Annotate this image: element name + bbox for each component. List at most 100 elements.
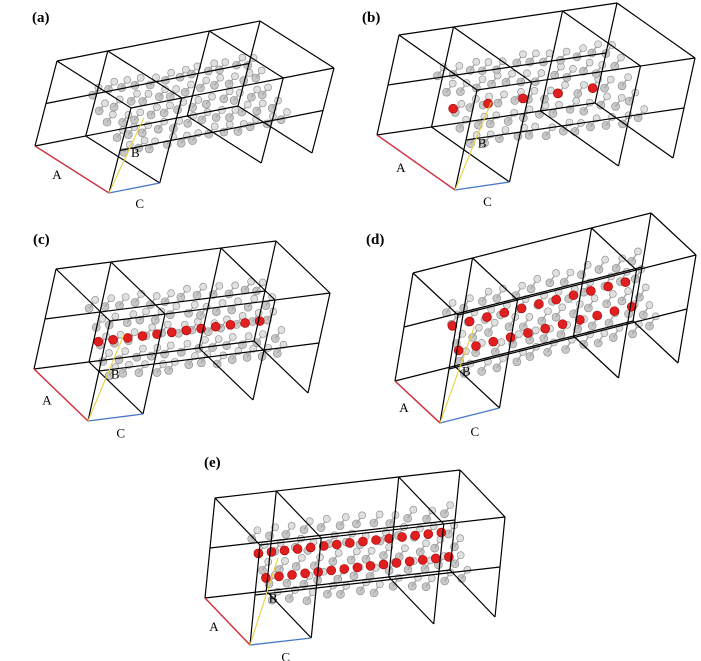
carbon-atom — [190, 300, 199, 309]
oxygen-atom — [287, 570, 297, 580]
carbon-atom — [225, 120, 234, 129]
carbon-atom — [341, 513, 350, 521]
panel-label-a: (a) — [32, 10, 50, 26]
carbon-atom — [594, 40, 602, 49]
axis-b-line — [439, 326, 475, 424]
carbon-atom — [148, 323, 156, 332]
cell-divider — [98, 342, 320, 372]
unit-cell-edge — [412, 272, 459, 316]
carbon-atom — [91, 296, 100, 304]
oxygen-atom — [586, 286, 596, 296]
carbon-atom — [537, 69, 546, 77]
cell-divider — [209, 519, 456, 549]
carbon-atom — [562, 47, 571, 56]
carbon-atom — [533, 275, 542, 283]
carbon-atom — [107, 294, 115, 302]
cell-divider — [562, 10, 641, 67]
carbon-atom — [142, 307, 150, 316]
carbon-atom — [187, 80, 195, 89]
carbon-atom — [231, 72, 239, 81]
carbon-atom — [101, 99, 109, 108]
carbon-atom — [249, 344, 258, 353]
unit-cell-edge — [56, 60, 132, 109]
cell-divider — [44, 290, 266, 320]
carbon-atom — [247, 277, 255, 286]
carbon-atom — [499, 284, 507, 293]
carbon-atom — [617, 93, 626, 102]
carbon-atom — [264, 557, 272, 566]
carbon-atom — [617, 53, 625, 62]
axis-a-line — [33, 368, 89, 422]
oxygen-atom — [137, 331, 148, 341]
cell-divider — [431, 126, 510, 183]
carbon-atom — [545, 49, 554, 58]
carbon-atom — [519, 50, 527, 59]
oxygen-atom — [436, 527, 447, 538]
cell-divider — [448, 308, 688, 370]
cell-divider — [403, 266, 643, 328]
carbon-atom — [277, 326, 286, 334]
carbon-atom — [532, 326, 540, 335]
cell-divider — [208, 30, 284, 79]
carbon-atom — [214, 335, 223, 343]
oxygen-atom — [568, 290, 579, 301]
oxygen-atom — [534, 299, 544, 309]
carbon-atom — [456, 551, 465, 559]
panel-label-d: (d) — [366, 232, 385, 248]
carbon-atom — [264, 83, 272, 92]
oxygen-atom — [523, 328, 533, 338]
unit-cell-edge — [650, 212, 697, 256]
axis-label-a: A — [396, 160, 406, 175]
cell-divider — [45, 62, 250, 105]
carbon-atom — [606, 75, 615, 84]
oxygen-atom — [305, 542, 316, 553]
carbon-atom — [409, 505, 418, 514]
carbon-atom — [532, 49, 540, 58]
oxygen-atom — [391, 558, 402, 568]
oxygen-atom — [557, 319, 568, 330]
carbon-atom — [478, 75, 487, 84]
axis-c-line — [439, 407, 500, 424]
oxygen-atom — [417, 555, 428, 565]
axis-label-c: C — [471, 424, 480, 439]
axis-b-line — [87, 333, 125, 422]
carbon-atom — [208, 92, 216, 101]
carbon-atom — [624, 73, 632, 81]
carbon-atom — [136, 73, 145, 82]
unit-cell-edge — [259, 20, 335, 69]
oxygen-atom — [210, 321, 221, 332]
axis-c-line — [108, 182, 160, 194]
unit-cell-edge — [204, 569, 451, 599]
carbon-atom — [601, 255, 609, 264]
oxygen-atom — [318, 541, 329, 551]
carbon-atom — [525, 313, 534, 321]
oxygen-atom — [326, 565, 337, 576]
axis-label-b: B — [111, 367, 120, 382]
oxygen-atom — [292, 544, 303, 554]
carbon-atom — [609, 290, 617, 298]
oxygen-atom — [225, 320, 236, 330]
carbon-atom — [136, 108, 145, 117]
carbon-atom — [281, 557, 289, 565]
axis-label-b: B — [269, 591, 278, 606]
axis-c-line — [87, 413, 144, 422]
cell-divider — [453, 26, 532, 83]
carbon-atom — [590, 294, 599, 302]
cell-divider — [387, 52, 607, 86]
carbon-atom — [523, 69, 531, 78]
unit-cell-edge — [594, 102, 674, 159]
carbon-atom — [153, 103, 161, 112]
carbon-atom — [191, 352, 199, 360]
unit-cell-edge — [459, 469, 506, 518]
carbon-atom — [580, 81, 588, 89]
carbon-atom — [422, 539, 430, 548]
axis-a-line — [376, 134, 456, 191]
carbon-atom — [210, 59, 219, 68]
carbon-atom — [566, 268, 575, 277]
oxygen-atom — [152, 329, 162, 339]
oxygen-atom — [471, 341, 481, 351]
carbon-atom — [163, 320, 172, 329]
carbon-atom — [508, 69, 516, 78]
carbon-atom — [110, 77, 119, 86]
